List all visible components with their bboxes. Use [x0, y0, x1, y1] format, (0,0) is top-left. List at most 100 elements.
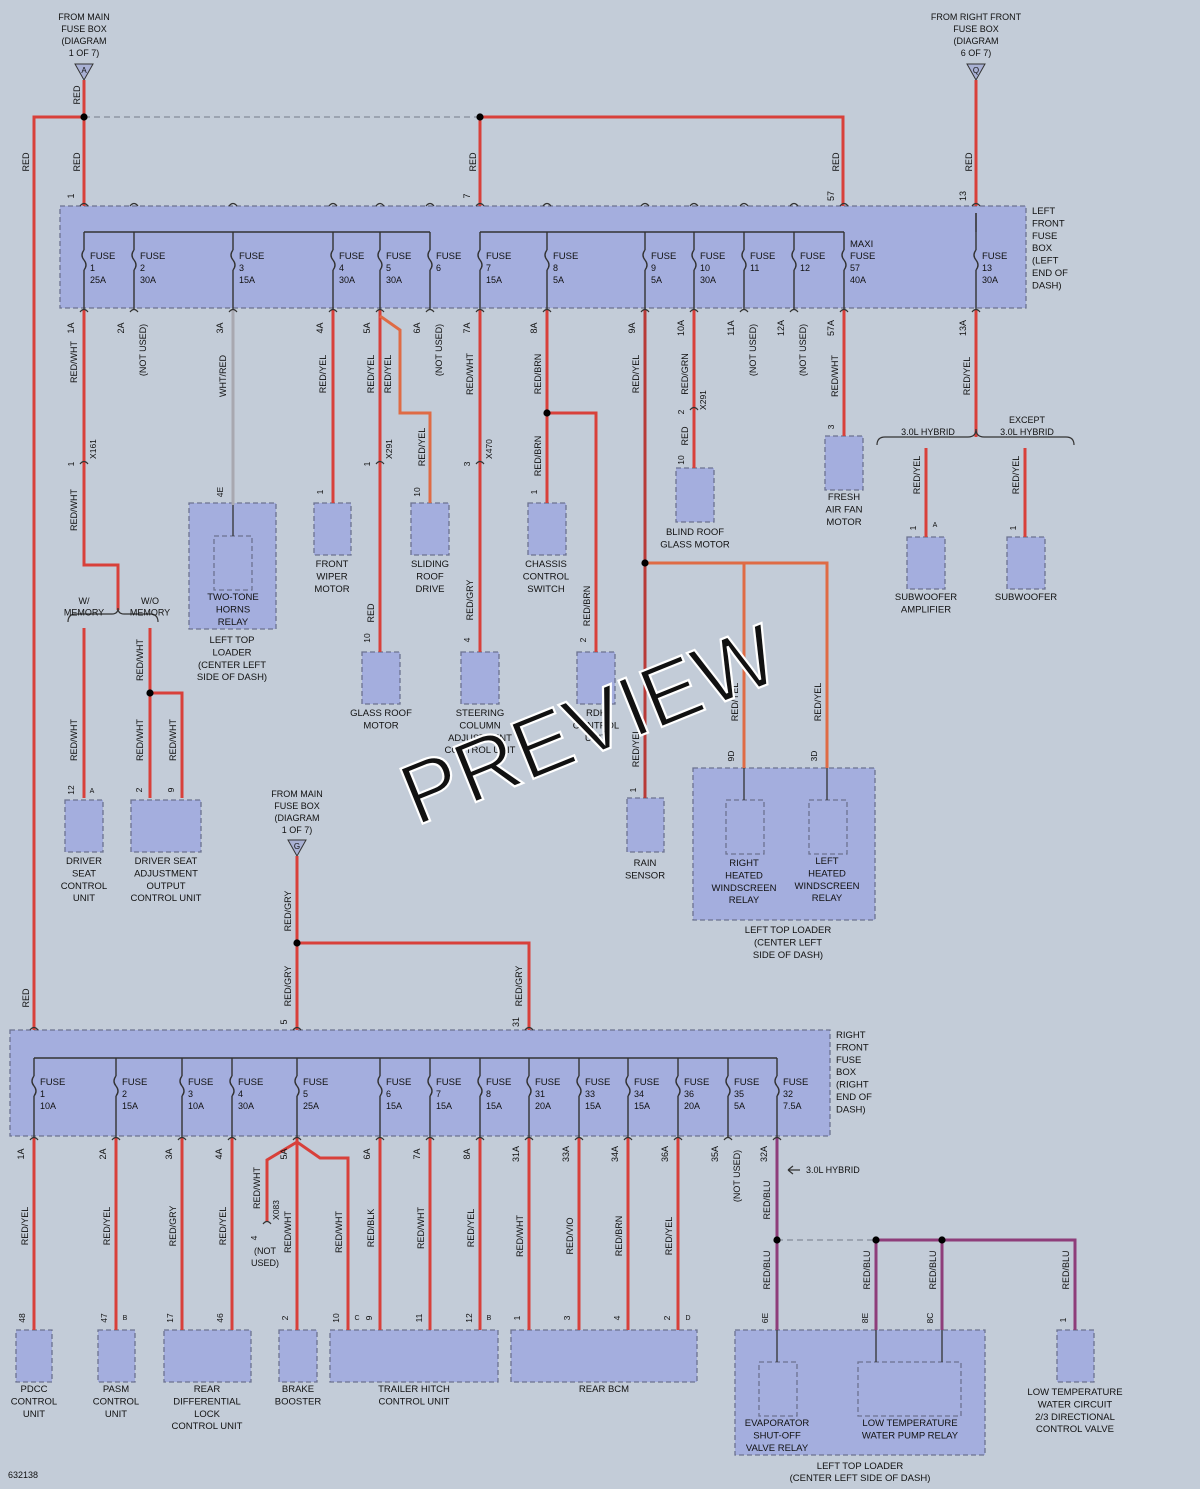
fuse-label: FUSE — [140, 251, 165, 262]
subwoofer-amp-label: AMPLIFIER — [901, 604, 951, 615]
left-fuse-out-pin: 11A — [726, 320, 736, 335]
wire-label: 17 — [165, 1313, 175, 1323]
sliding-roof-label: ROOF — [416, 571, 444, 582]
left-fuse-box-label: FRONT — [1032, 218, 1065, 229]
left-fuse-symbol — [81, 249, 87, 271]
right-fuse-out-pin: 7A — [412, 1148, 422, 1159]
not-used-label: (NOT USED) — [138, 324, 148, 376]
right-fuse-box-output-mark — [227, 1136, 237, 1141]
wire-label: RED/GRY — [168, 1206, 178, 1247]
feed-wire-31 — [297, 941, 531, 1030]
wire-label: RED/YEL — [912, 456, 922, 495]
fuse-rating: 30A — [982, 275, 998, 285]
wire-label: RED — [72, 152, 82, 172]
glass-roof-label: MOTOR — [363, 720, 398, 731]
wire-label: RED/YEL — [664, 1217, 674, 1256]
rdk-control-unit — [576, 651, 616, 705]
right-fuse-symbol — [725, 1075, 731, 1097]
sliding-roof-label: DRIVE — [415, 584, 444, 595]
source-main-fuse-top: 1 OF 7) — [69, 48, 100, 58]
left-fuse-box-input-mark — [475, 202, 485, 207]
wire-label: RED/BRN — [582, 586, 592, 627]
left-heated-label: HEATED — [808, 868, 846, 879]
right-fuse-box-output-mark — [524, 1136, 534, 1141]
wire-wo-memory — [148, 628, 184, 798]
wire-label: 46 — [215, 1313, 225, 1323]
wire-label: 9D — [726, 751, 736, 762]
left-fuse-out-pin: 10A — [676, 320, 686, 336]
fuse-rating: 15A — [386, 1101, 402, 1111]
driver-seat-adjustment-output-control-unit — [130, 799, 202, 853]
fuse-rating: 30A — [386, 275, 402, 285]
wire-label: 1 — [512, 1315, 522, 1320]
right-fuse-box-output-mark — [425, 1136, 435, 1141]
wire-fuse8-rdk — [547, 411, 598, 652]
wire-label: RED/GRY — [283, 891, 293, 932]
driver-seat-control-unit-label: CONTROL — [61, 881, 107, 892]
fuse-label: FUSE — [303, 1077, 328, 1088]
right-fuse-box-label: FUSE — [836, 1055, 861, 1066]
wire-label: 3 — [462, 461, 472, 466]
wire-label: RED/BRN — [533, 436, 543, 477]
fuse-rating: 7.5A — [783, 1101, 802, 1111]
wire-label: 4 — [249, 1235, 259, 1240]
right-front-fuse-box — [9, 1029, 831, 1137]
left-fuse-out-pin: 9A — [627, 322, 637, 333]
left-fuse-out-pin: 6A — [412, 322, 422, 333]
wire-label: RED/WHT — [252, 1167, 262, 1209]
left-fuse-box-label: LEFT — [1032, 206, 1055, 217]
fuse-number: 13 — [982, 263, 992, 273]
left-fuse-symbol — [330, 249, 336, 271]
fuse-label: FUSE — [800, 251, 825, 262]
wo-memory-label: MEMORY — [130, 608, 170, 618]
front-wiper-label: WIPER — [316, 571, 347, 582]
left-fuse-symbol — [741, 249, 747, 271]
hybrid-arrow-label: 3.0L HYBRID — [806, 1165, 860, 1175]
left-heated-label: RELAY — [812, 893, 843, 904]
connector-x161 — [79, 460, 89, 465]
wire-fuse1 — [82, 310, 120, 610]
wire-label: RED/BLU — [862, 1250, 872, 1289]
splice-hybrid-2 — [872, 1236, 880, 1244]
chassis-switch-label: SWITCH — [527, 584, 565, 595]
right-fuse-box-output-mark — [772, 1136, 782, 1141]
steering-column-label: CONTROL UNIT — [445, 745, 516, 756]
driver-seat-control-unit-label: DRIVER — [66, 856, 102, 867]
wire-label: 1 — [362, 461, 372, 466]
right-fuse-box-output-mark — [574, 1136, 584, 1141]
fuse-number: 31 — [535, 1089, 545, 1099]
right-fuse-in-pin: 5 — [279, 1019, 289, 1024]
glass-roof-label: GLASS ROOF — [350, 708, 412, 719]
wire-label: 4 — [612, 1315, 622, 1320]
pin-tag: B — [487, 1315, 492, 1322]
fuse-number: 2 — [140, 263, 145, 273]
right-fuse-box-label: FRONT — [836, 1042, 869, 1053]
fuse-number: 4 — [339, 263, 344, 273]
fuse-rating: 30A — [339, 275, 355, 285]
not-used-label: (NOT USED) — [732, 1150, 742, 1202]
wire-label: RED/YEL — [466, 1209, 476, 1248]
fuse-label: FUSE — [700, 251, 725, 262]
left-fuse-box-input-mark — [328, 202, 338, 207]
w-memory-label: MEMORY — [64, 608, 104, 618]
two-tone-horns-label: HORNS — [216, 604, 250, 615]
fresh-air-label: AIR FAN — [826, 504, 863, 515]
low-temp-pump-label: WATER PUMP RELAY — [862, 1430, 959, 1441]
low-temperature-water-pump-relay — [857, 1361, 962, 1417]
left-fuse-symbol — [691, 249, 697, 271]
wire-label: 12 — [66, 785, 76, 795]
left-fuse-box-input-mark — [79, 202, 89, 207]
brake-booster-label: BRAKE — [282, 1384, 314, 1395]
rdk-label: CONTROL — [573, 720, 619, 731]
right-fuse-box-label: DASH) — [836, 1104, 866, 1115]
source-main-fuse-mid: FUSE BOX — [274, 801, 320, 811]
pdcc-control-unit — [15, 1329, 53, 1383]
right-fuse-out-pin: 32A — [759, 1146, 769, 1162]
right-heated-windscreen-relay — [725, 799, 765, 855]
wire-label: 1 — [1058, 1317, 1068, 1322]
connector-x470 — [475, 460, 485, 465]
left-fuse-out-pin: 4A — [315, 322, 325, 333]
fuse-number: 5 — [303, 1089, 308, 1099]
fuse-rating: 30A — [700, 275, 716, 285]
front-wiper-label: MOTOR — [314, 584, 349, 595]
